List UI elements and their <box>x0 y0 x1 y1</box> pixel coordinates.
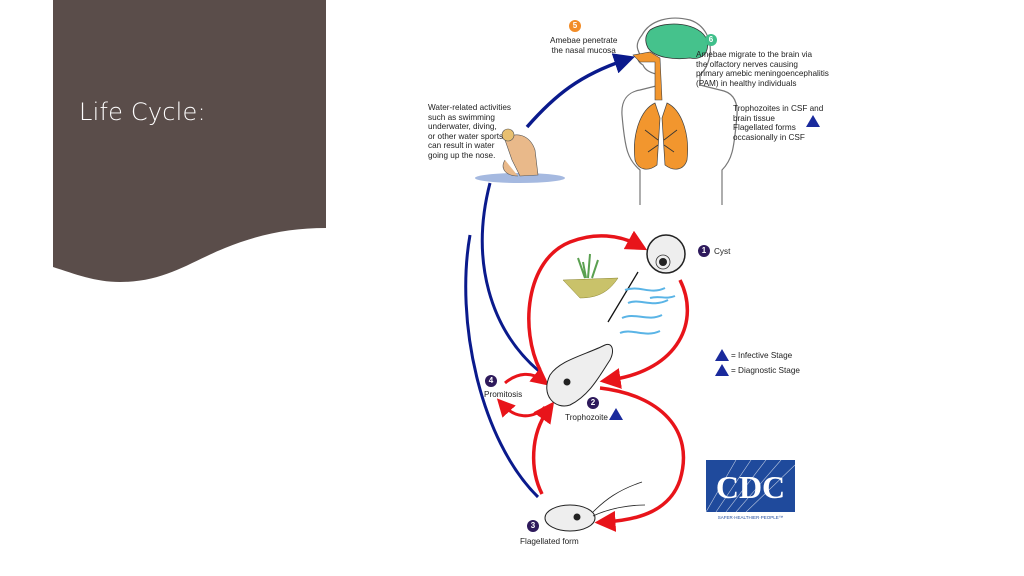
arrow-flagellate-to-trophozoite <box>531 401 555 495</box>
stage-1-label: Cyst <box>714 247 731 256</box>
arrow-promitosis-out <box>504 367 550 386</box>
right-lung <box>661 102 688 170</box>
arrow-water-to-nose <box>525 53 635 129</box>
cdc-logo-text: CDC <box>716 469 785 505</box>
cyst-illustration <box>646 234 686 274</box>
diagnostic-marker-icon <box>806 115 820 127</box>
stage-3-badge: 3 <box>527 520 539 532</box>
legend-infective-label: = Infective Stage <box>731 351 793 360</box>
nasal-passage <box>632 51 663 101</box>
stage-6-badge: 6 <box>705 34 717 46</box>
brain <box>645 23 708 60</box>
csf-note: Trophozoites in CSF and brain tissue Fla… <box>733 104 824 142</box>
stage-6-label: Amebae migrate to the brain via the olfa… <box>696 50 829 88</box>
stage-3-label: Flagellated form <box>520 537 579 546</box>
trophozoite-illustration <box>546 343 613 407</box>
arrow-flagellate-to-water <box>464 234 540 499</box>
cdc-logo-tagline: SAFER·HEALTHIER·PEOPLE™ <box>718 515 783 520</box>
legend-diagnostic-icon <box>715 364 729 376</box>
stage-5-badge: 5 <box>569 20 581 32</box>
swimmer-illustration <box>475 128 565 183</box>
stage-1-badge: 1 <box>698 245 710 257</box>
arrow-trophozoite-to-flagellate <box>594 386 686 532</box>
left-lung <box>634 102 661 170</box>
flagellate-illustration <box>544 481 646 532</box>
stage-4-badge: 4 <box>485 375 497 387</box>
stage-2-badge: 2 <box>587 397 599 409</box>
arrow-cyst-to-trophozoite <box>599 279 689 389</box>
arrow-trophozoite-to-water <box>480 182 541 374</box>
infective-marker-icon <box>609 408 623 420</box>
water-activities-note: Water-related activities such as swimmin… <box>428 103 511 160</box>
cdc-logo: CDC SAFER·HEALTHIER·PEOPLE™ <box>706 460 795 520</box>
stage-2-label: Trophozoite <box>565 413 608 422</box>
arrow-promitosis-in <box>496 398 547 418</box>
water-waves <box>619 287 676 335</box>
legend-infective-icon <box>715 349 729 361</box>
stage-5-label: Amebae penetrate the nasal mucosa <box>550 36 618 55</box>
legend-diagnostic-label: = Diagnostic Stage <box>731 366 800 375</box>
slide-title: Life Cycle: <box>79 98 206 126</box>
soil-plant-illustration <box>562 253 639 323</box>
human-figure <box>621 17 738 205</box>
stage-4-label: Promitosis <box>484 390 523 399</box>
arrow-trophozoite-to-cyst <box>527 230 648 371</box>
